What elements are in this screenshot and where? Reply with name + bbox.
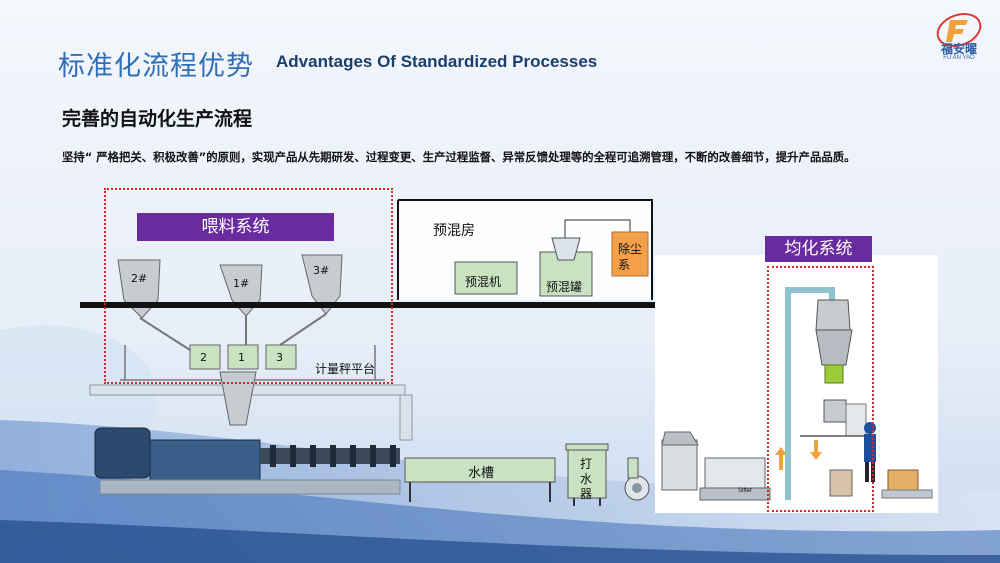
pelletizer xyxy=(565,443,609,506)
premix-room xyxy=(397,199,653,300)
pelletizer-label-1: 打 xyxy=(580,457,593,471)
feeding-system-title: 喂料系统 xyxy=(137,213,334,241)
premix-room-label: 预混房 xyxy=(433,223,475,239)
pelletizer-label-2: 水 xyxy=(580,472,593,486)
sifter-label: Sifter xyxy=(738,488,753,494)
extruder xyxy=(94,427,401,495)
floor-line xyxy=(80,302,655,308)
hopper-2-label: 2# xyxy=(131,272,148,285)
logo-name-cn: 福安曜 xyxy=(940,42,977,56)
water-tank xyxy=(404,457,556,502)
page-title-en: Advantages Of Standardized Processes xyxy=(276,52,598,71)
premix-mixer xyxy=(454,261,518,295)
water-tank-label: 水槽 xyxy=(468,466,495,481)
scale-3-label: 3 xyxy=(276,351,283,364)
premix-mixer-label: 预混机 xyxy=(465,275,502,289)
logo-name-en: FU AN YAO xyxy=(943,55,975,61)
feeding-system-frame xyxy=(104,188,393,384)
pelletizer-label-3: 器 xyxy=(580,487,593,501)
premix-tank-label: 预混罐 xyxy=(546,280,583,294)
homogenization-panel xyxy=(655,255,938,513)
description-text: 坚持“ 严格把关、积极改善”的原则，实现产品从先期研发、过程变更、生产过程监督、… xyxy=(62,150,856,164)
hopper-1-label: 1# xyxy=(233,277,250,290)
homogenization-title: 均化系统 xyxy=(765,236,872,262)
platform-label: 计量秤平台 xyxy=(315,362,376,376)
scale-1-label: 1 xyxy=(238,351,245,364)
homogenization-frame xyxy=(767,266,874,512)
company-logo xyxy=(936,13,982,47)
dust-collector xyxy=(611,231,649,277)
scale-2-label: 2 xyxy=(200,351,207,364)
section-subtitle: 完善的自动化生产流程 xyxy=(62,108,253,130)
hopper-3-label: 3# xyxy=(313,264,330,277)
page-title-cn: 标准化流程优势 xyxy=(58,51,254,82)
dust-label-2: 系 xyxy=(618,258,631,272)
blower-fan xyxy=(624,457,650,501)
dust-label-1: 除尘 xyxy=(618,242,643,256)
